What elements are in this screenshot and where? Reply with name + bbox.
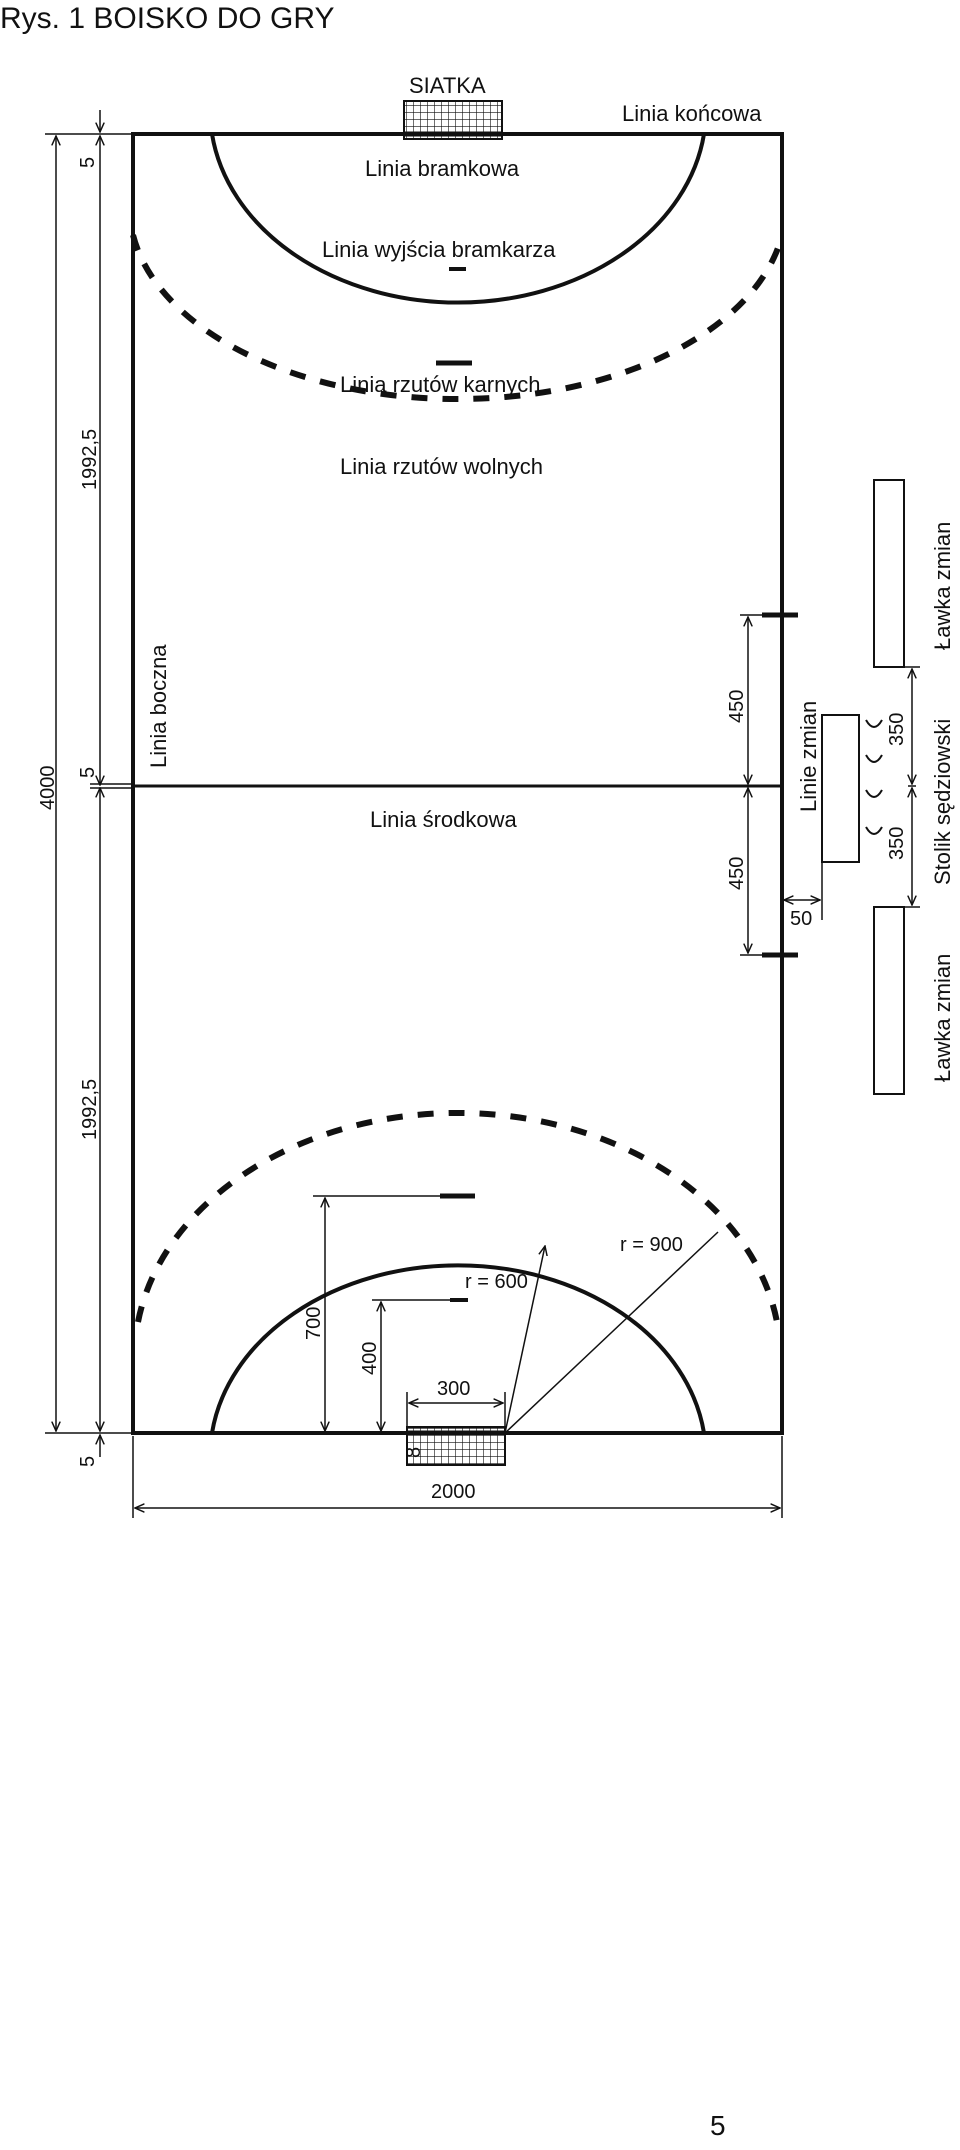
chair-4 [865,826,883,835]
court-outline [131,132,784,1435]
dim-table-bottom-label: 350 [886,827,908,860]
referee-table-label: Stolik sędziowski [930,719,955,885]
free-throw-line-top [130,234,785,403]
goal-area-line-top [210,133,706,305]
center-line-label: Linia środkowa [370,807,518,832]
goal-depth-label: 8 [403,1447,425,1458]
dim-width-label: 2000 [431,1481,476,1503]
radius-600-label: r = 600 [465,1271,528,1293]
free-throw-line-bottom [135,1109,780,1323]
dim-sub-bottom-label: 450 [726,857,748,890]
goal-bottom [406,1426,506,1466]
dim-table-top-label: 350 [886,713,908,746]
court [130,132,798,1435]
substitution-lines-label: Linie zmian [796,701,821,812]
radius-900 [504,1231,719,1434]
bench-area [821,479,905,1095]
figure-title: Rys. 1 BOISKO DO GRY [0,2,335,35]
dimension-lines [45,110,920,1518]
dim-line-top-label: 5 [77,157,99,168]
referee-table [821,714,860,863]
dim-goal-width-label: 300 [437,1378,470,1400]
bench-top-label: Ławka zmian [930,522,955,650]
radius-600 [504,1246,545,1434]
bench-top [873,479,905,668]
dim-half-bottom-label: 1992,5 [79,1079,101,1140]
goalkeeper-exit-line-label: Linia wyjścia bramkarza [322,237,556,262]
penalty-line-label: Linia rzutów karnych [340,372,541,397]
side-line-label: Linia boczna [146,644,171,768]
dim-half-top-label: 1992,5 [79,429,101,490]
bench-bottom-label: Ławka zmian [930,954,955,1082]
chair-2 [865,754,883,763]
dim-penalty-label: 700 [303,1307,325,1340]
dim-total-length-label: 4000 [37,766,59,811]
dim-line-bottom-label: 5 [77,1456,99,1467]
goal-top [403,100,503,140]
chair-3 [865,789,883,798]
page-number: 5 [710,2110,726,2141]
radius-900-label: r = 900 [620,1234,683,1256]
free-throw-line-label: Linia rzutów wolnych [340,454,543,479]
dim-offset-label: 50 [790,908,812,930]
dim-line-mid-label: 5 [77,767,99,778]
end-line-label: Linia końcowa [622,101,762,126]
dim-goalkeeper-label: 400 [359,1342,381,1375]
goal-area-line-bottom [210,1263,706,1434]
bench-bottom [873,906,905,1095]
dim-sub-top-label: 450 [726,690,748,723]
net-label: SIATKA [409,73,486,98]
chair-1 [865,719,883,728]
goal-line-label: Linia bramkowa [365,156,520,181]
